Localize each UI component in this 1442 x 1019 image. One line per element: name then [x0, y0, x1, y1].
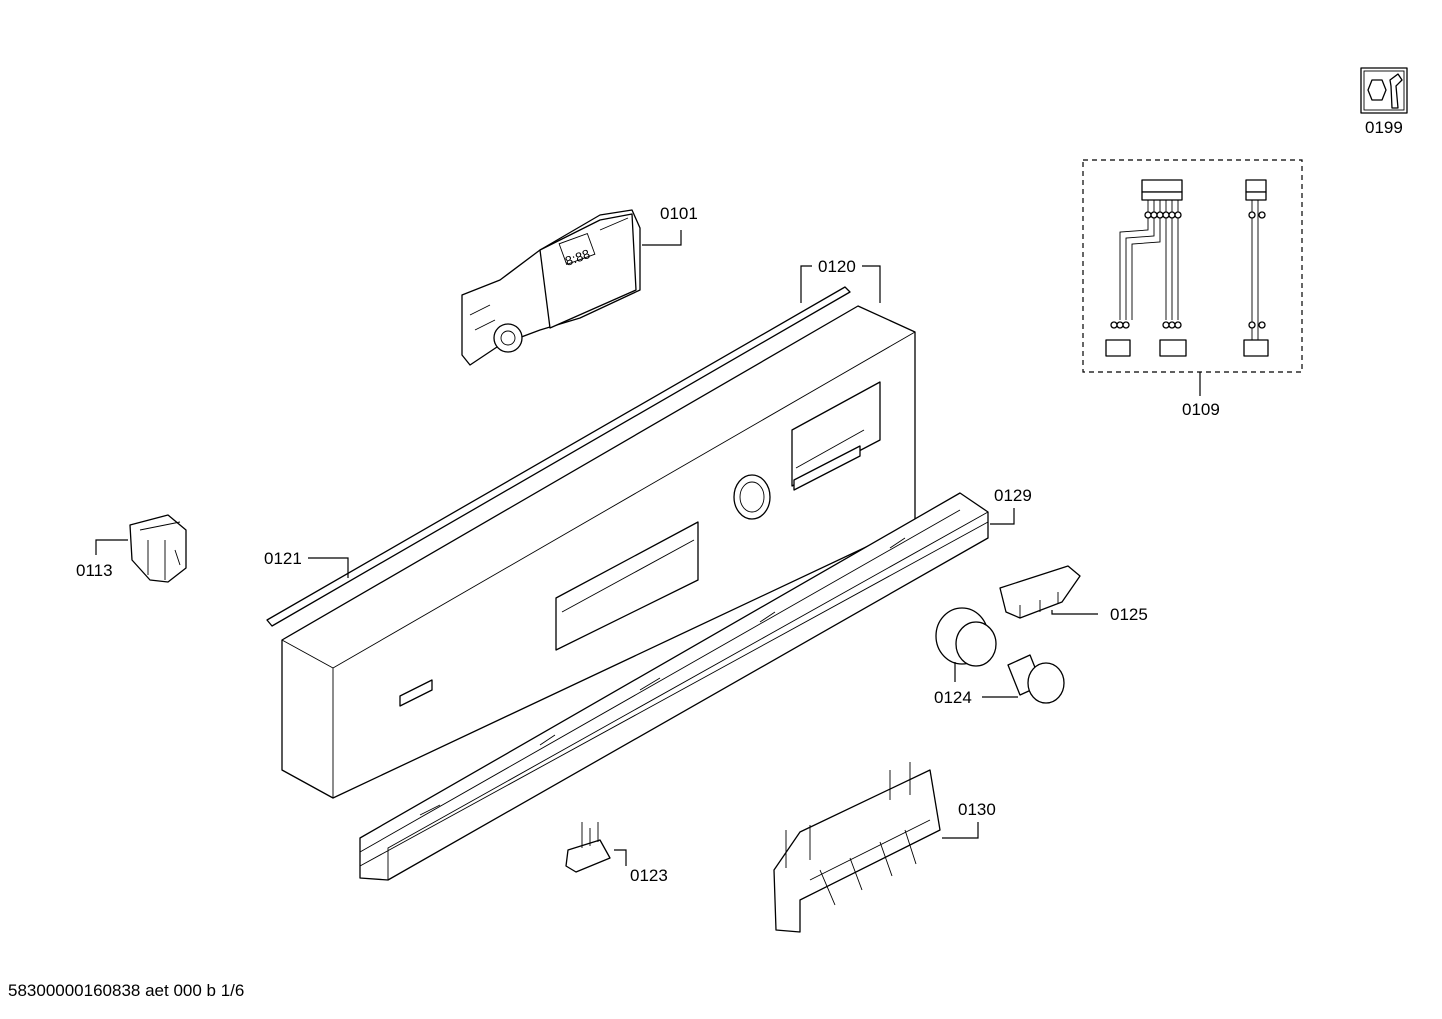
switch-block[interactable]	[999, 565, 1081, 619]
wiring-harness-group	[1082, 159, 1303, 373]
part-label-0125: 0125	[1110, 605, 1148, 624]
part-label-0130: 0130	[958, 800, 996, 819]
trim-strip[interactable]	[266, 286, 851, 627]
part-label-0113: 0113	[76, 561, 113, 580]
clip[interactable]	[565, 822, 611, 873]
part-label-0124: 0124	[934, 688, 972, 707]
part-label-0101: 0101	[660, 204, 698, 223]
front-panel[interactable]	[281, 305, 916, 799]
part-label-0121: 0121	[264, 549, 302, 568]
service-tool-icon[interactable]	[1360, 67, 1408, 114]
bracket[interactable]	[129, 514, 187, 583]
drawing-reference: 58300000160838 aet 000 b 1/6	[8, 981, 245, 1000]
part-label-0109: 0109	[1182, 400, 1220, 419]
part-label-0129: 0129	[994, 486, 1032, 505]
part-label-0199: 0199	[1365, 118, 1403, 137]
knob[interactable]	[935, 607, 1065, 704]
bottom-rail[interactable]	[359, 492, 989, 881]
part-label-0123: 0123	[630, 866, 668, 885]
part-label-0120: 0120	[818, 257, 856, 276]
mounting-frame[interactable]	[773, 762, 941, 933]
control-module[interactable]: 8:88	[461, 209, 641, 366]
